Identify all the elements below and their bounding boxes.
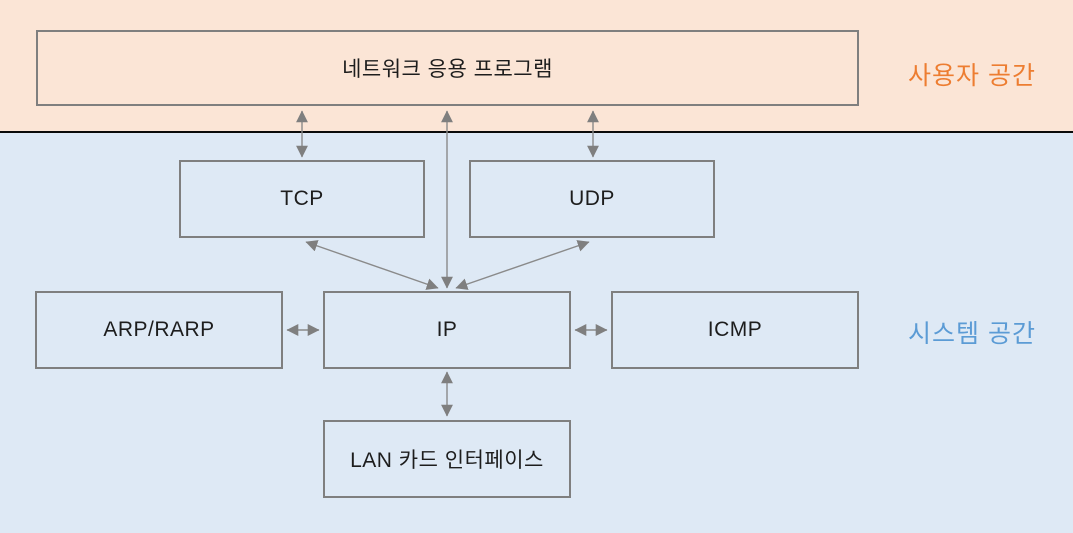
node-arp-rarp-label: ARP/RARP [103, 318, 215, 341]
node-lan-card-interface-label: LAN 카드 인터페이스 [350, 449, 544, 472]
node-udp-label: UDP [569, 187, 615, 210]
node-ip-label: IP [436, 318, 458, 341]
node-udp: UDP [469, 160, 715, 238]
node-network-application-label: 네트워크 응용 프로그램 [342, 58, 553, 81]
node-icmp: ICMP [611, 291, 859, 369]
node-tcp-label: TCP [280, 187, 324, 210]
node-icmp-label: ICMP [707, 318, 763, 341]
node-network-application: 네트워크 응용 프로그램 [36, 30, 859, 106]
node-lan-card-interface: LAN 카드 인터페이스 [323, 420, 571, 498]
node-arp-rarp: ARP/RARP [35, 291, 283, 369]
space-divider-line [0, 131, 1073, 133]
system-space-label: 시스템 공간 [908, 320, 1036, 348]
node-tcp: TCP [179, 160, 425, 238]
user-space-label: 사용자 공간 [908, 62, 1036, 90]
node-ip: IP [323, 291, 571, 369]
